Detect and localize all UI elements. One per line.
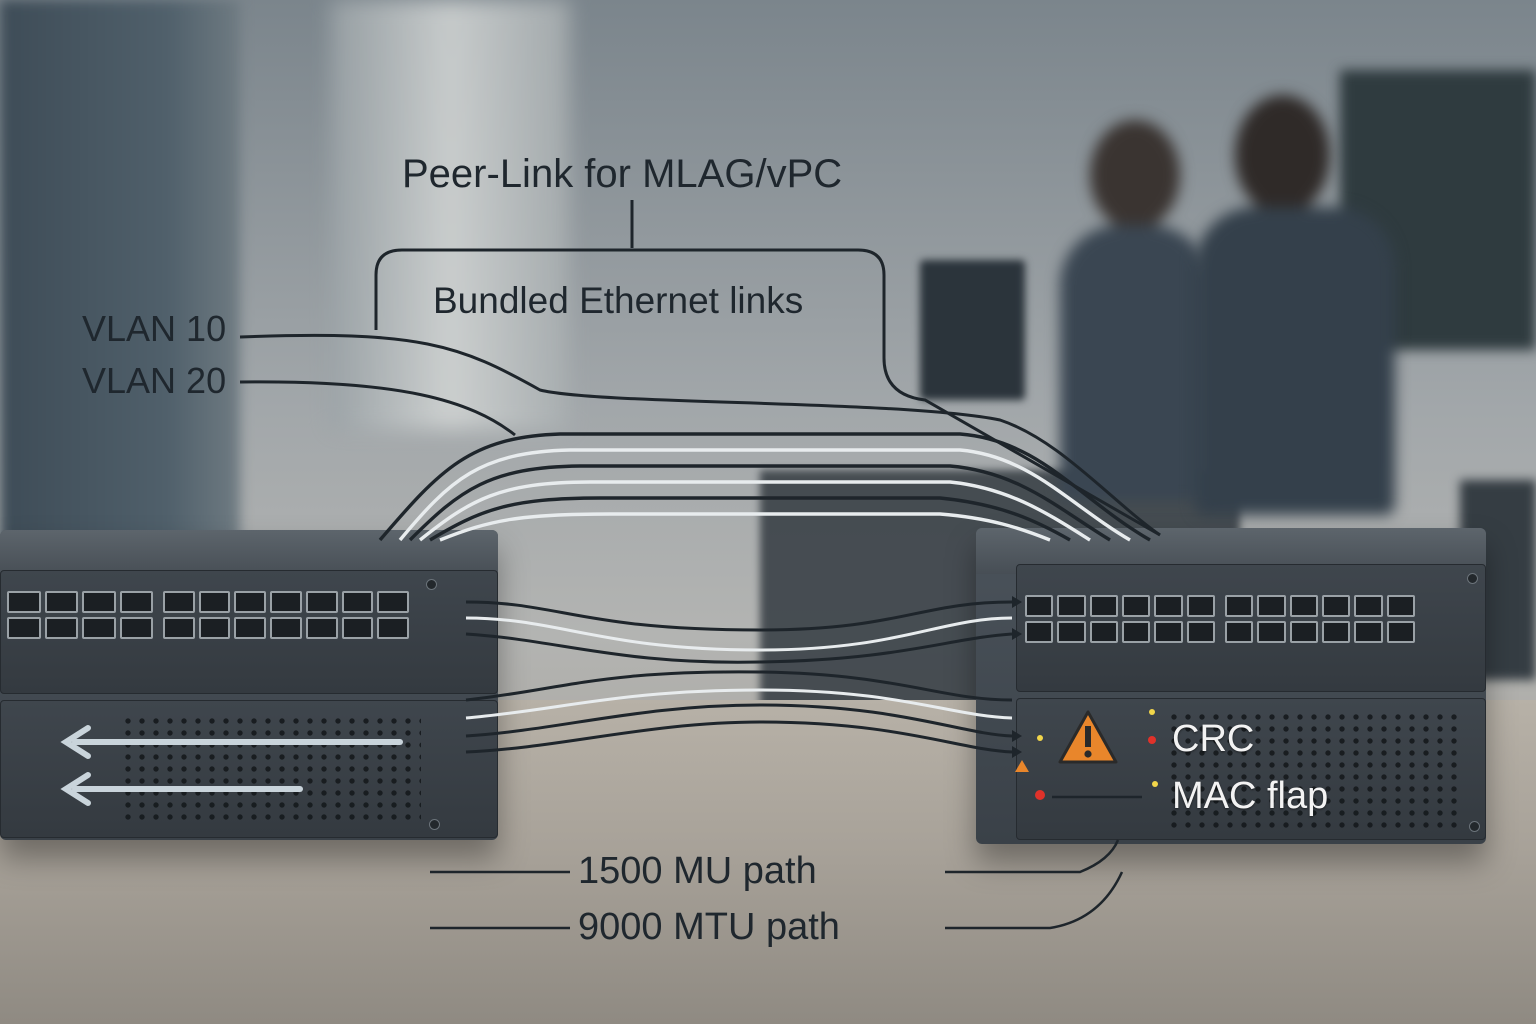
mtu1500-right-line <box>945 839 1120 874</box>
right-vents <box>1167 711 1457 829</box>
led-yellow-1 <box>1149 709 1155 715</box>
top-cable-3 <box>408 464 1111 542</box>
mid-cable-5 <box>465 688 1013 720</box>
crc-label: CRC <box>1172 718 1255 760</box>
bundled-top-cables <box>378 432 1151 542</box>
mid-cable-3 <box>465 632 1013 664</box>
mid-cable-6 <box>465 703 1013 738</box>
background-wall <box>0 0 240 560</box>
arrow-left-icon <box>60 725 403 806</box>
middle-cables <box>465 596 1022 758</box>
top-cable-1 <box>378 432 1151 542</box>
left-switch-fan-unit <box>0 700 498 838</box>
mid-cable-2 <box>465 616 1013 652</box>
person-woman <box>1040 120 1240 500</box>
vlan10-label: VLAN 10 <box>82 308 227 349</box>
led-red-1 <box>1148 736 1156 744</box>
person-man <box>1180 95 1410 515</box>
led-yellow-3 <box>1152 781 1158 787</box>
mtu9000-label: 9000 MTU path <box>578 906 840 948</box>
background-window <box>330 0 570 430</box>
top-cable-6 <box>439 512 1051 542</box>
led-yellow-2 <box>1037 735 1043 741</box>
vlan10-line <box>239 333 1161 537</box>
right-port-group-a <box>1025 595 1215 643</box>
bundle-bracket <box>374 248 1161 537</box>
right-port-group-b <box>1225 595 1415 643</box>
top-cable-2 <box>398 448 1131 542</box>
bundled-links-label: Bundled Ethernet links <box>433 280 804 321</box>
left-vents <box>121 715 421 825</box>
mtu1500-label: 1500 MU path <box>578 850 817 892</box>
vlan20-label: VLAN 20 <box>82 360 227 401</box>
arrowhead-right-3 <box>1012 730 1022 742</box>
arrowhead-right-1 <box>1012 596 1022 608</box>
arrowhead-right-2 <box>1012 628 1022 640</box>
mid-cable-1 <box>465 600 1013 632</box>
mid-cable-7 <box>465 720 1013 754</box>
mtu9000-right-line <box>945 871 1124 930</box>
top-cable-4 <box>418 480 1091 542</box>
warning-triangle-icon <box>1058 710 1118 764</box>
left-switch-port-unit <box>0 570 498 694</box>
vlan20-line <box>239 380 516 437</box>
small-warning-marker <box>1015 760 1029 772</box>
left-port-group-a <box>7 591 153 639</box>
arrowhead-right-4 <box>1012 746 1022 758</box>
left-port-group-b <box>163 591 409 639</box>
right-switch-port-unit <box>1016 564 1486 692</box>
peer-link-label: Peer-Link for MLAG/vPC <box>402 152 843 196</box>
mid-cable-4 <box>465 670 1013 702</box>
background-monitor <box>920 260 1025 400</box>
mac-flap-label: MAC flap <box>1172 775 1329 817</box>
led-red-2 <box>1035 790 1045 800</box>
top-cable-5 <box>429 496 1071 542</box>
